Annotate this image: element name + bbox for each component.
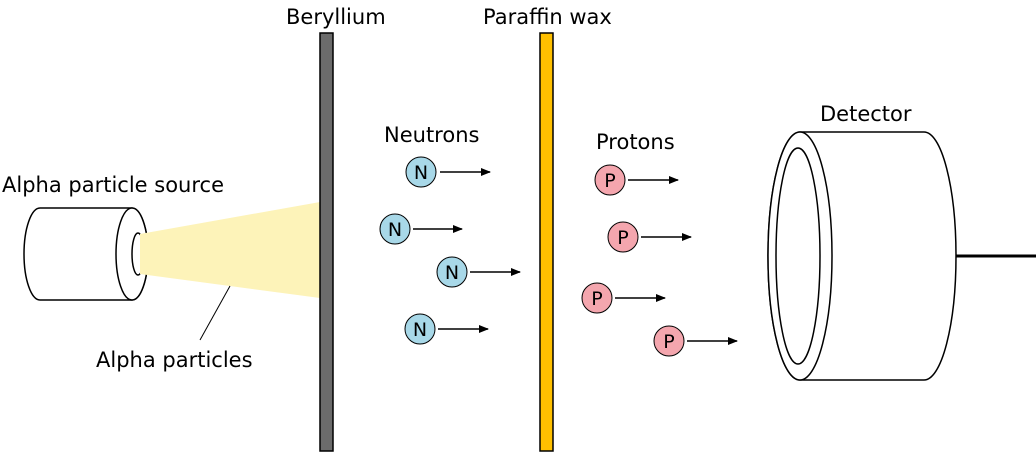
neutron-symbol: N (388, 219, 402, 241)
proton-symbol: P (591, 288, 602, 310)
neutron: N (379, 213, 463, 245)
paraffin-label: Paraffin wax (483, 5, 612, 29)
neutron: N (405, 156, 491, 188)
proton: P (594, 164, 679, 196)
neutron: N (404, 313, 489, 345)
proton-symbol: P (604, 170, 615, 192)
detector-label: Detector (820, 102, 912, 126)
beryllium-label: Beryllium (286, 5, 386, 29)
proton-symbol: P (617, 227, 628, 249)
proton-symbol: P (663, 331, 674, 353)
paraffin-plate (539, 32, 554, 452)
neutrons-label: Neutrons (384, 123, 479, 147)
proton: P (607, 221, 692, 253)
alpha-particles-label: Alpha particles (96, 348, 253, 372)
neutron: N (436, 256, 521, 288)
proton: P (581, 282, 666, 314)
alpha-beam (140, 202, 320, 298)
protons-label: Protons (596, 130, 675, 154)
neutron-symbol: N (445, 262, 459, 284)
proton: P (653, 325, 738, 357)
alpha-particles-leader (199, 285, 231, 341)
neutron-symbol: N (414, 162, 428, 184)
alpha-source-label: Alpha particle source (2, 173, 224, 197)
detector-cylinder (767, 131, 1036, 381)
alpha-source-cylinder (23, 207, 149, 301)
neutron-symbol: N (413, 319, 427, 341)
beryllium-plate (319, 32, 334, 452)
